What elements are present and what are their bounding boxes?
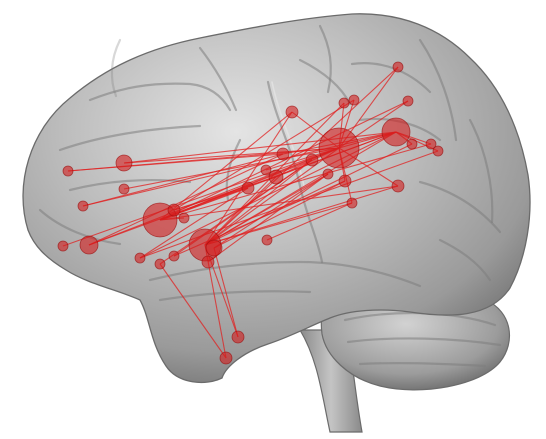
region-node	[323, 169, 333, 179]
region-node	[403, 96, 413, 106]
region-node	[220, 352, 232, 364]
region-node	[63, 166, 73, 176]
region-node	[393, 62, 403, 72]
region-node	[306, 154, 318, 166]
region-node	[339, 98, 349, 108]
region-node	[116, 155, 132, 171]
region-node	[392, 180, 404, 192]
region-node	[269, 170, 283, 184]
region-node	[179, 213, 189, 223]
region-node	[319, 128, 359, 168]
region-node	[339, 175, 351, 187]
region-node	[261, 165, 271, 175]
region-node	[119, 184, 129, 194]
region-node	[407, 139, 417, 149]
region-node	[286, 106, 298, 118]
region-node	[155, 259, 165, 269]
region-node	[277, 148, 289, 160]
region-node	[232, 331, 244, 343]
region-node	[80, 236, 98, 254]
region-node	[433, 146, 443, 156]
region-node	[135, 253, 145, 263]
region-node	[242, 182, 254, 194]
region-node	[58, 241, 68, 251]
region-node	[206, 240, 222, 256]
region-node	[349, 95, 359, 105]
region-node	[169, 251, 179, 261]
region-node	[347, 198, 357, 208]
region-node	[202, 256, 214, 268]
region-node	[262, 235, 272, 245]
region-node	[168, 204, 180, 216]
region-node	[78, 201, 88, 211]
region-node	[382, 118, 410, 146]
